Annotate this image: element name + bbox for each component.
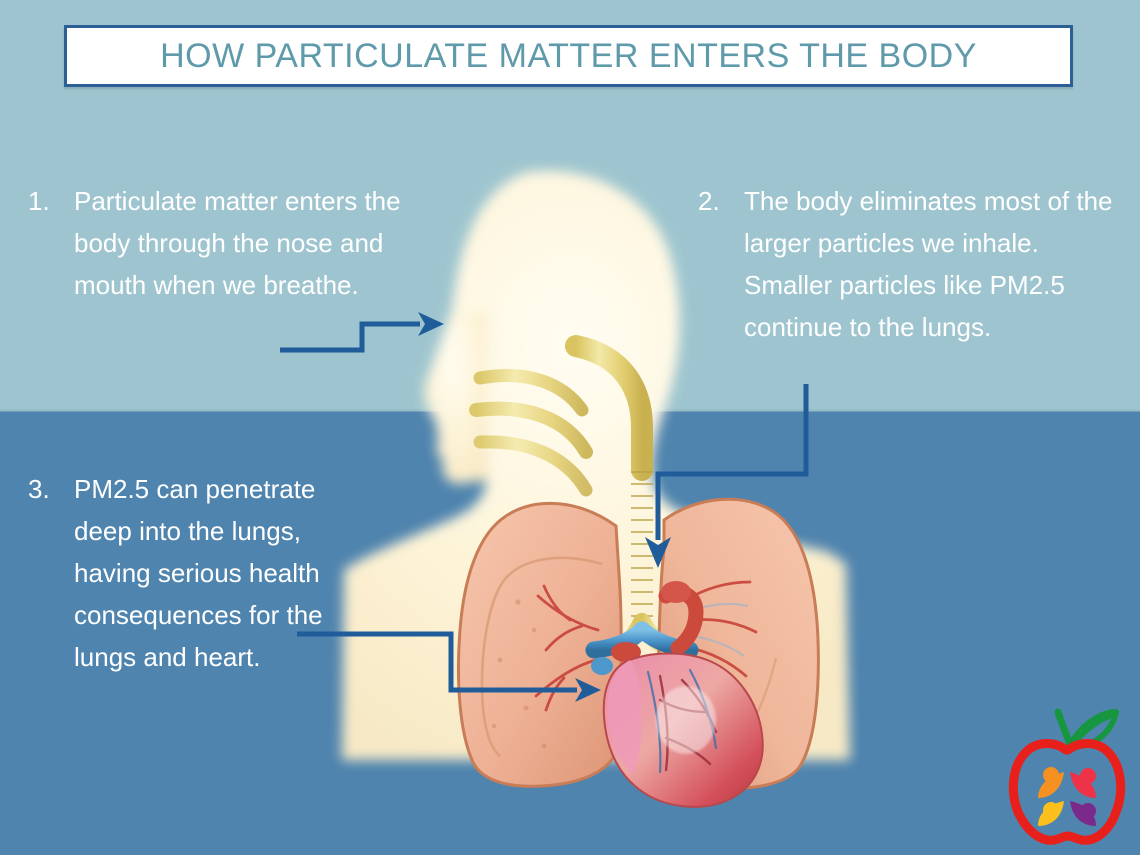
callout-3: 3. PM2.5 can penetrate deep into the lun…	[28, 468, 328, 679]
callout-1-number: 1.	[28, 186, 50, 216]
connector-arrow-3	[297, 631, 601, 702]
callout-2: 2. The body eliminates most of the large…	[698, 180, 1118, 348]
figure-red-icon	[1070, 768, 1096, 798]
pharynx	[565, 335, 653, 481]
respiratory-system-illustration	[342, 170, 850, 808]
callout-1-text: Particulate matter enters the body throu…	[74, 186, 401, 301]
figure-purple-icon	[1070, 801, 1096, 826]
apple-outline-icon	[1008, 739, 1126, 845]
callout-2-text: The body eliminates most of the larger p…	[744, 186, 1113, 343]
left-lung	[457, 501, 623, 788]
heart	[602, 652, 764, 808]
connector-arrow-1	[280, 312, 444, 353]
apple-stem-icon	[1054, 708, 1074, 748]
title-box: HOW PARTICULATE MATTER ENTERS THE BODY	[64, 25, 1073, 87]
page-title: HOW PARTICULATE MATTER ENTERS THE BODY	[160, 36, 977, 75]
callout-2-number: 2.	[698, 186, 720, 216]
connector-arrow-2	[645, 384, 809, 568]
callout-1: 1. Particulate matter enters the body th…	[28, 180, 448, 306]
callout-3-number: 3.	[28, 474, 50, 504]
nasal-passage	[469, 369, 593, 497]
figure-yellow-icon	[1038, 801, 1064, 826]
apple-logo	[1008, 708, 1126, 845]
callout-3-text: PM2.5 can penetrate deep into the lungs,…	[74, 474, 323, 673]
figure-orange-icon	[1038, 767, 1064, 798]
